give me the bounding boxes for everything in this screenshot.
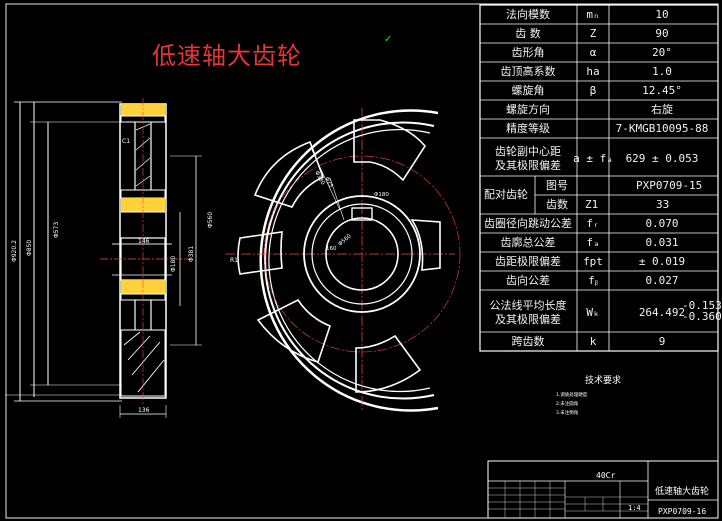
param-value: 9	[659, 335, 666, 348]
param-label: 齿廓总公差	[501, 235, 556, 249]
param-symbol: ha	[586, 65, 599, 78]
side-section-view: Φ920.2 Φ850 Φ573 Φ560	[5, 98, 214, 418]
title-part-name: 低速轴大齿轮	[655, 485, 709, 497]
technical-requirements: 技术要求 1.调质处理硬度 2.未注圆角 3.未注倒角	[556, 374, 621, 416]
dim-front-c: Φ180	[374, 192, 389, 198]
dim-face-width: 136	[138, 407, 150, 414]
param-symbol: fᵣ	[586, 217, 599, 230]
dim-front-d: Φ560	[337, 233, 353, 247]
param-symbol: k	[590, 335, 597, 348]
mating-drawing-no-label: 图号	[546, 179, 568, 192]
param-symbol: a ± fₐ	[573, 152, 613, 165]
param-label: 精度等级	[506, 121, 550, 135]
param-symbol: Wₖ	[586, 306, 599, 319]
wk-tol-upper: -0.153	[682, 299, 722, 312]
dim-rim-dia: Φ573	[53, 222, 60, 238]
title-scale: 1:4	[628, 504, 641, 512]
param-value: 1.0	[652, 65, 672, 78]
param-label: 齿顶高系数	[501, 64, 556, 78]
dim-hub-length: 146	[138, 238, 150, 245]
param-label: 齿 数	[515, 27, 541, 40]
param-symbol: fₐ	[586, 236, 599, 249]
param-symbol: fpt	[583, 255, 603, 268]
dim-chamfer: C1	[122, 138, 130, 145]
front-view: Φ380 Φ25 Φ180 Φ560 160 R1	[225, 108, 461, 412]
title-material: 40Cr	[596, 471, 615, 480]
tech-req-title: 技术要求	[585, 374, 621, 386]
param-label: 螺旋方向	[506, 102, 550, 116]
param-label-line2: 及其极限偏差	[495, 312, 561, 326]
tech-req-1: 1.调质处理硬度	[556, 391, 588, 398]
param-symbol: β	[590, 84, 597, 97]
param-label: 跨齿数	[512, 335, 545, 348]
param-value: 264.492	[639, 306, 685, 319]
param-label: 螺旋角	[512, 83, 545, 97]
mating-teeth-label: 齿数	[546, 198, 568, 211]
mating-teeth-value: 33	[656, 198, 669, 211]
param-label: 齿圈径向跳动公差	[484, 216, 572, 230]
wk-tol-lower: -0.360	[682, 310, 722, 323]
dim-front-b: Φ25	[323, 176, 334, 189]
param-value: 0.027	[645, 274, 678, 287]
dim-outer-dia: Φ920.2	[11, 240, 18, 262]
param-value: 12.45°	[642, 84, 682, 97]
green-mark: ✓	[384, 34, 392, 45]
title-drawing-no: PXP0709-16	[658, 507, 706, 516]
dim-web-dia: Φ560	[207, 212, 214, 228]
mating-teeth-symbol: Z1	[585, 198, 598, 211]
gear-parameter-table: 法向模数 mₙ 10 齿 数 Z 90 齿形角 α 20° 齿顶高系数 ha 1.0 螺旋角 β 12.45…	[479, 4, 722, 352]
param-label: 齿距极限偏差	[495, 254, 561, 268]
param-label: 法向模数	[506, 7, 550, 21]
param-value: 0.031	[645, 236, 678, 249]
dim-front-keyway: 160	[326, 246, 337, 252]
param-label: 齿向公差	[506, 273, 550, 287]
dim-front-face: R1	[230, 257, 238, 264]
param-value: ± 0.019	[639, 255, 685, 268]
param-label-line1: 齿轮副中心距	[495, 144, 561, 158]
tech-req-2: 2.未注圆角	[556, 400, 578, 407]
param-value: 右旋	[651, 102, 673, 116]
param-symbol: α	[590, 46, 597, 59]
param-symbol: fᵦ	[588, 274, 598, 287]
tech-req-3: 3.未注倒角	[556, 409, 578, 416]
param-value: 20°	[652, 46, 672, 59]
dim-bore-dia: Φ180	[170, 256, 177, 272]
param-label: 齿形角	[512, 46, 545, 59]
param-value: 629 ± 0.053	[626, 152, 699, 165]
mating-gear-label: 配对齿轮	[484, 187, 528, 201]
param-value: 0.070	[645, 217, 678, 230]
param-value: 90	[655, 27, 668, 40]
dim-root-dia: Φ850	[26, 240, 33, 256]
dim-hub-dia: Φ381	[188, 246, 195, 262]
mating-drawing-no: PXP0709-15	[636, 179, 702, 192]
param-label-line2: 及其极限偏差	[495, 158, 561, 172]
title-block: 40Cr 低速轴大齿轮 PXP0709-16 1:4	[487, 460, 719, 519]
param-symbol: mₙ	[586, 8, 599, 21]
drawing-title: 低速轴大齿轮	[152, 42, 302, 70]
param-value: 7-KMGB10095-88	[616, 122, 709, 135]
param-value: 10	[655, 8, 668, 21]
param-label-line1: 公法线平均长度	[490, 298, 567, 312]
param-symbol: Z	[590, 27, 597, 40]
